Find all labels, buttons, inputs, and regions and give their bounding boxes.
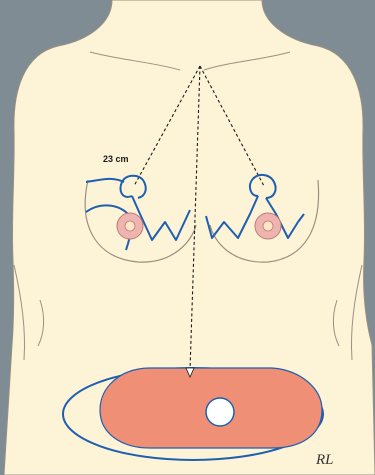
right-nipple bbox=[263, 221, 273, 231]
umbilicus-circle bbox=[206, 398, 234, 426]
measurement-label: 23 cm bbox=[103, 154, 129, 164]
artist-signature: RL bbox=[315, 452, 334, 468]
left-nipple bbox=[125, 221, 135, 231]
